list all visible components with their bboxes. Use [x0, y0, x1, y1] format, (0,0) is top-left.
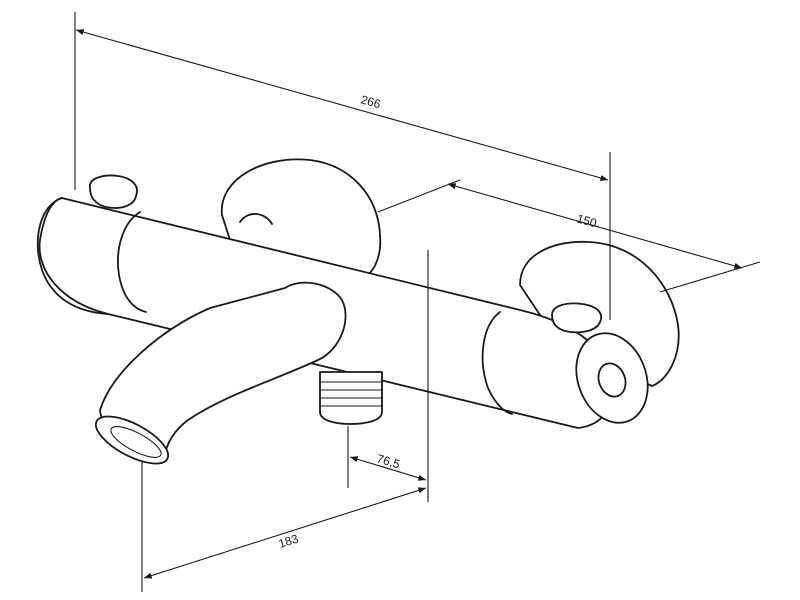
- outlet-connector: [319, 371, 383, 425]
- thermostat-handle: [575, 332, 649, 424]
- left-button: [89, 174, 138, 209]
- label-wall-depth: 150: [575, 211, 598, 230]
- dimension-overall-length: 266: [74, 12, 611, 320]
- dimension-outlet-offset: 76,5: [347, 250, 429, 502]
- spout-aerator: [94, 415, 170, 465]
- bath-spout: [94, 281, 347, 465]
- dimension-wall-depth: 150: [377, 179, 761, 293]
- label-spout-reach: 183: [277, 531, 301, 550]
- right-button: [551, 302, 603, 334]
- handle-center-cap: [597, 362, 627, 398]
- label-outlet-offset: 76,5: [375, 451, 402, 471]
- label-overall-length: 266: [359, 92, 382, 111]
- dimension-spout-reach: 183: [141, 462, 427, 592]
